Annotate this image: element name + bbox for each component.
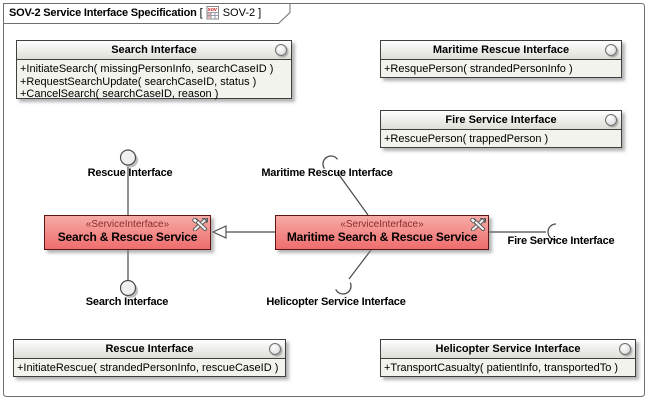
maritime-rescue-operations: +ResquePerson( strandedPersonInfo ): [381, 60, 621, 77]
maritime-rescue-interface-label: Maritime Rescue Interface: [261, 167, 393, 179]
helicopter-service-interface-box[interactable]: Helicopter Service Interface +TransportC…: [380, 339, 636, 377]
search-interface-operations: +InitiateSearch( missingPersonInfo, sear…: [17, 60, 291, 102]
operation[interactable]: +RequestSearchUpdate( searchCaseID, stat…: [20, 75, 257, 88]
interface-ball-icon: [269, 342, 281, 355]
search-interface-header: Search Interface: [17, 41, 291, 60]
rescue-operations: +InitiateRescue( strandedPersonInfo, res…: [14, 359, 285, 376]
fire-service-interface-title: Fire Service Interface: [445, 114, 557, 126]
generalization-arrowhead[interactable]: [211, 225, 227, 239]
fire-service-interface-box[interactable]: Fire Service Interface +RescuePerson( tr…: [380, 110, 622, 148]
diagram-ref-name: SOV-2: [222, 6, 256, 19]
interface-ball-icon: [619, 342, 631, 355]
interface-ball-icon: [275, 43, 287, 56]
search-rescue-service-box[interactable]: «ServiceInterface» Search & Rescue Servi…: [44, 215, 211, 250]
bracket-open: [: [199, 6, 203, 19]
fire-service-interface-label: Fire Service Interface: [507, 235, 615, 247]
stereotype-label: «ServiceInterface»: [85, 219, 170, 230]
helicopter-service-interface-label: Helicopter Service Interface: [266, 296, 406, 308]
maritime-rescue-interface-header: Maritime Rescue Interface: [381, 41, 621, 60]
helicopter-service-socket[interactable]: [335, 282, 354, 297]
search-interface-ball[interactable]: [119, 279, 137, 297]
operation[interactable]: +CancelSearch( searchCaseID, reason ): [20, 88, 219, 100]
search-interface-title: Search Interface: [111, 44, 197, 56]
fire-service-socket[interactable]: [547, 223, 557, 241]
maritime-rescue-connector[interactable]: [336, 171, 369, 216]
helicopter-service-interface-title: Helicopter Service Interface: [435, 343, 581, 355]
operation[interactable]: +InitiateSearch( missingPersonInfo, sear…: [20, 63, 274, 75]
fire-service-operations: +RescuePerson( trappedPerson ): [381, 130, 621, 147]
diagram-frame: [3, 3, 645, 397]
tools-icon: [192, 218, 208, 231]
operation[interactable]: +InitiateRescue( strandedPersonInfo, res…: [17, 362, 279, 374]
rescue-interface-ball[interactable]: [119, 149, 137, 166]
helicopter-service-interface-header: Helicopter Service Interface: [381, 340, 635, 359]
search-interface-label: Search Interface: [85, 296, 169, 308]
operation[interactable]: +TransportCasualty( patientInfo, transpo…: [384, 362, 619, 374]
rescue-interface-label: Rescue Interface: [87, 167, 173, 179]
helicopter-service-connector[interactable]: [348, 249, 372, 280]
maritime-search-rescue-service-name: Maritime Search & Rescue Service: [286, 230, 478, 244]
maritime-rescue-socket[interactable]: [320, 153, 339, 169]
operation[interactable]: +RescuePerson( trappedPerson ): [384, 133, 549, 145]
diagram-title: SOV-2 Service Interface Specification: [9, 6, 197, 19]
tools-icon: [470, 218, 486, 231]
maritime-search-rescue-service-box[interactable]: «ServiceInterface» Maritime Search & Res…: [275, 215, 489, 250]
fire-service-interface-header: Fire Service Interface: [381, 111, 621, 130]
maritime-rescue-interface-title: Maritime Rescue Interface: [432, 44, 570, 56]
search-interface-box[interactable]: Search Interface +InitiateSearch( missin…: [16, 40, 292, 102]
diagram-title-bar[interactable]: SOV-2 Service Interface Specification [ …: [9, 5, 261, 20]
interface-ball-icon: [605, 113, 617, 126]
sov-diagram-icon: sov: [206, 6, 219, 20]
helicopter-service-operations: +TransportCasualty( patientInfo, transpo…: [381, 359, 635, 376]
svg-text:sov: sov: [207, 7, 217, 13]
stereotype-label: «ServiceInterface»: [340, 219, 424, 230]
rescue-interface-title: Rescue Interface: [105, 343, 194, 355]
interface-ball-icon: [605, 43, 617, 56]
rescue-interface-box[interactable]: Rescue Interface +InitiateRescue( strand…: [13, 339, 286, 377]
bracket-close: ]: [258, 6, 262, 19]
rescue-interface-header: Rescue Interface: [14, 340, 285, 359]
operation[interactable]: +ResquePerson( strandedPersonInfo ): [384, 63, 573, 75]
maritime-rescue-interface-box[interactable]: Maritime Rescue Interface +ResquePerson(…: [380, 40, 622, 78]
search-rescue-service-name: Search & Rescue Service: [57, 230, 198, 244]
